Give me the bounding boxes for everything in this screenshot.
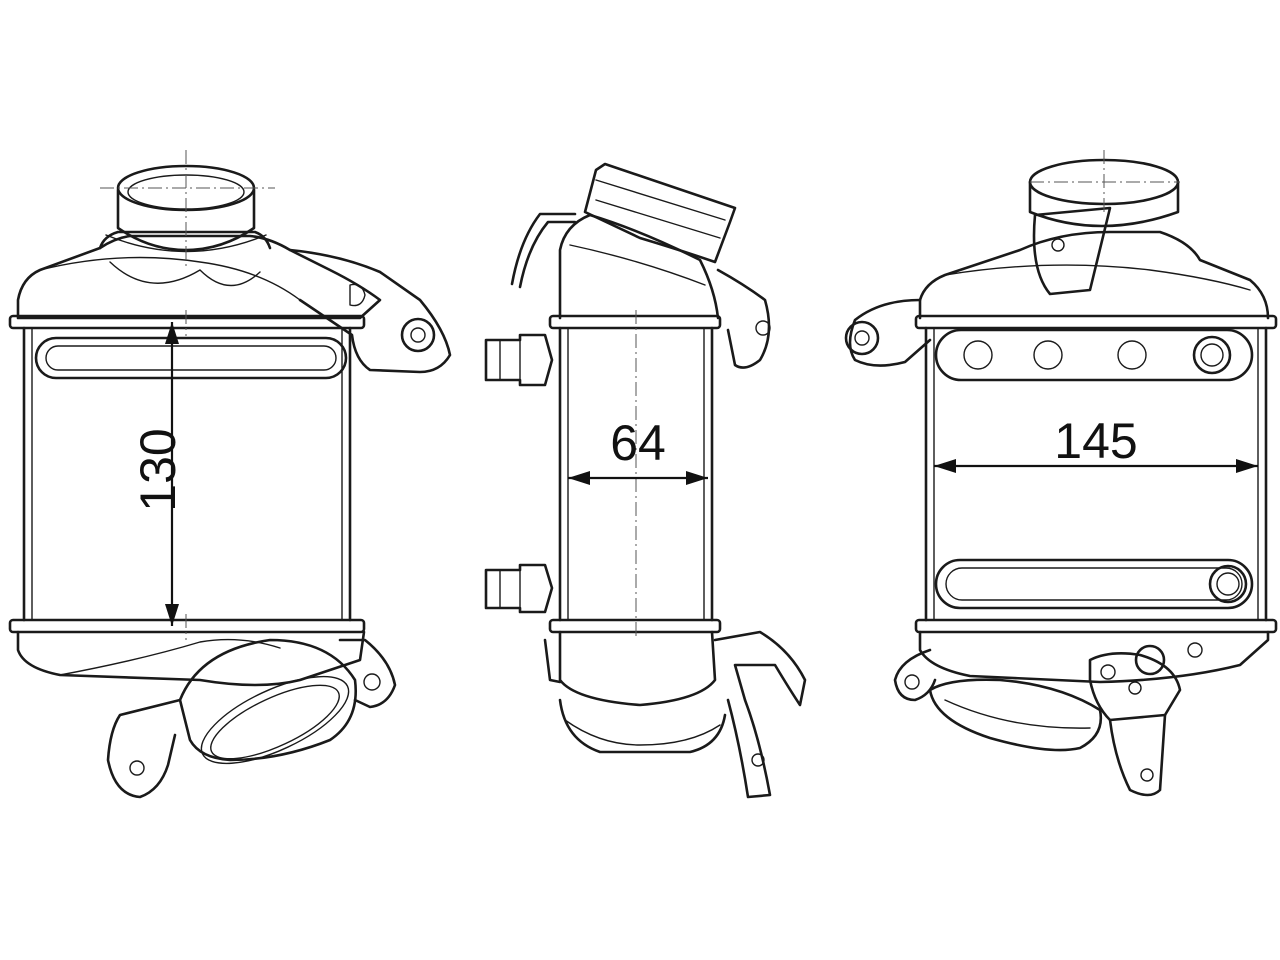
- width-dimension-label: 145: [1054, 413, 1137, 469]
- height-dimension: 130: [130, 322, 186, 626]
- depth-dimension-label: 64: [610, 415, 666, 471]
- width-dimension: 145: [934, 413, 1258, 473]
- side-view: [484, 162, 807, 799]
- height-dimension-label: 130: [130, 428, 186, 511]
- depth-dimension: 64: [568, 415, 708, 485]
- front-view: [8, 150, 452, 799]
- rear-view: [844, 150, 1278, 797]
